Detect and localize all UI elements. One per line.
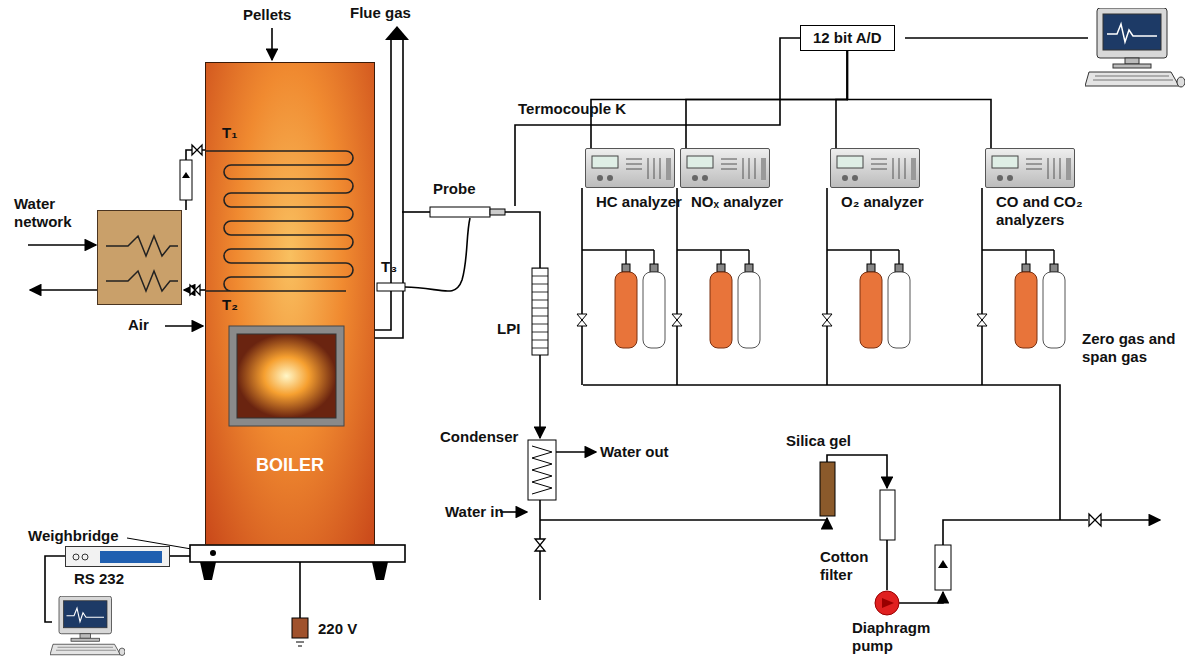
node-art xyxy=(98,211,183,306)
analyzer-unit: CO and CO₂ analyzers xyxy=(985,148,1075,188)
device-label: Water network xyxy=(14,195,90,231)
gas-supply xyxy=(577,188,1065,385)
part-label: Water out xyxy=(600,443,669,461)
device-label: CO and CO₂ analyzers xyxy=(996,193,1126,229)
feed-lines xyxy=(28,28,1160,622)
node-art xyxy=(66,547,171,568)
part-label: 220 V xyxy=(318,620,357,638)
device-label: HC analyzer xyxy=(596,193,682,211)
impactor xyxy=(528,268,899,615)
device-label: NOₓ analyzer xyxy=(691,193,783,211)
analyzer-unit: HC analyzer xyxy=(585,148,675,188)
analyzer-unit: O₂ analyzer xyxy=(830,148,920,188)
node-art xyxy=(586,149,676,189)
node-art xyxy=(986,149,1076,189)
part-label: Flue gas xyxy=(350,4,411,22)
gas-cylinders xyxy=(577,188,665,385)
probe xyxy=(377,207,505,291)
part-label: LPI xyxy=(497,320,520,338)
part-label: Weighbridge xyxy=(28,527,119,545)
part-label: Zero gas and span gas xyxy=(1082,330,1187,366)
node-art xyxy=(831,149,921,189)
boiler-label: BOILER xyxy=(206,455,374,477)
signal-wire xyxy=(836,51,847,148)
heat-exchanger: Water network xyxy=(97,210,182,305)
box-label: 12 bit A/D xyxy=(813,29,882,47)
analyzer-unit: NOₓ analyzer xyxy=(680,148,770,188)
converter-box: 12 bit A/D xyxy=(800,25,895,51)
signal-wire xyxy=(686,51,847,148)
part-label: T₂ xyxy=(222,296,238,314)
gas-cylinders xyxy=(822,188,910,385)
serial-device: RS 232 xyxy=(65,546,170,567)
part-label: Silica gel xyxy=(786,432,851,450)
computer xyxy=(50,596,125,655)
device-label: O₂ analyzer xyxy=(841,193,924,211)
device-label: RS 232 xyxy=(74,570,124,588)
part-label: Diaphragm pump xyxy=(852,619,947,655)
signal-wire xyxy=(847,51,991,148)
part-label: T₃ xyxy=(381,258,397,276)
node-art xyxy=(681,149,771,189)
gas-cylinders xyxy=(672,188,760,385)
part-label: Air xyxy=(128,316,149,334)
signal-wire xyxy=(591,51,847,148)
part-label: Cotton filter xyxy=(820,548,880,584)
computer xyxy=(1085,8,1185,87)
weighbridge xyxy=(190,545,405,646)
part-label: Termocouple K xyxy=(518,100,626,118)
part-label: T₁ xyxy=(222,124,237,142)
part-label: Condenser xyxy=(440,428,518,446)
part-label: Water in xyxy=(445,503,504,521)
flue-arrow xyxy=(385,26,409,40)
part-label: Pellets xyxy=(243,6,291,24)
part-label: Probe xyxy=(433,180,476,198)
